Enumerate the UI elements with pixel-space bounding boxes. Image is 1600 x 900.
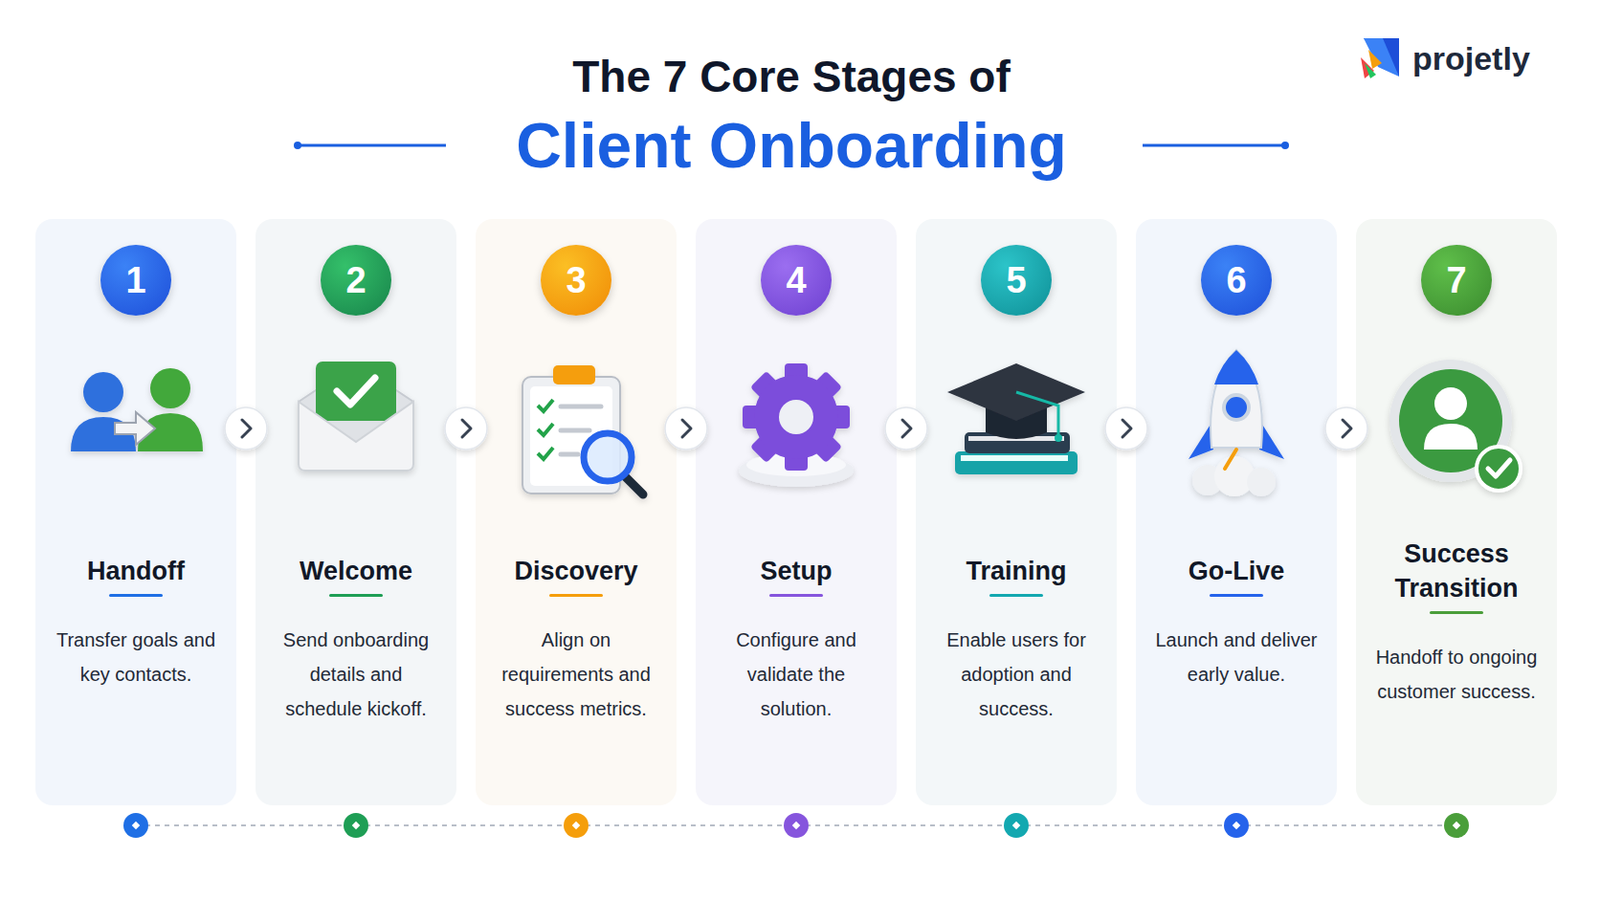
accent-rule — [549, 594, 603, 598]
step-number: 1 — [100, 244, 172, 316]
stage-description: Launch and deliver early value. — [1150, 622, 1323, 692]
title: The 7 Core Stages of — [572, 47, 1011, 106]
clipboard-icon — [522, 365, 644, 495]
step-number: 7 — [1421, 244, 1492, 316]
graduation-icon — [947, 363, 1086, 475]
accent-rule — [1429, 611, 1484, 615]
stage-description: Configure and validate the solution. — [710, 622, 883, 727]
accent-rule — [1209, 594, 1264, 598]
stage-heading: Welcome — [263, 554, 449, 589]
rocket-icon — [1188, 350, 1285, 497]
chevron-connector — [665, 407, 708, 450]
stage-description: Enable users for adoption and success. — [930, 622, 1103, 727]
success-icon — [1389, 359, 1521, 491]
stage-card: 1HandoffTransfer goals and key contacts. — [35, 219, 237, 806]
timeline — [123, 813, 1469, 839]
stage-description: Handoff to ongoing customer success. — [1370, 640, 1543, 710]
step-number: 6 — [1200, 244, 1272, 316]
stage-card: 3DiscoveryAlign on requirements and succ… — [475, 219, 677, 806]
chevron-connector — [224, 407, 267, 450]
stage-heading: Discovery — [483, 554, 669, 589]
step-number: 4 — [760, 244, 832, 316]
stage-card: 6Go-LiveLaunch and deliver early value. — [1135, 219, 1337, 806]
envelope-icon — [298, 361, 414, 471]
stage-card: 5TrainingEnable users for adoption and s… — [915, 219, 1117, 806]
stage-heading: Setup — [703, 554, 889, 589]
step-number: 3 — [540, 244, 612, 316]
accent-rule — [989, 594, 1044, 598]
stage-card: 2WelcomeSend onboarding details and sche… — [255, 219, 457, 806]
card-grounds — [35, 219, 1557, 806]
stage-heading: Go-Live — [1143, 554, 1330, 589]
stage-card: 7Success TransitionHandoff to ongoing cu… — [1355, 219, 1557, 806]
chevron-connector — [885, 407, 928, 450]
stage-heading: Success Transition — [1363, 536, 1550, 606]
stage-heading: Training — [923, 554, 1110, 589]
stage-description: Align on requirements and success metric… — [489, 622, 663, 727]
gear-icon — [738, 363, 854, 488]
accent-rule — [109, 594, 163, 598]
accent-rule — [329, 594, 383, 598]
accent-rule — [769, 594, 823, 598]
stage-description: Transfer goals and key contacts. — [49, 622, 223, 692]
chevron-connector — [444, 407, 488, 450]
step-number: 5 — [980, 244, 1052, 316]
stage-heading: Handoff — [43, 554, 229, 589]
logo-mark — [1360, 38, 1400, 79]
stage-description: Send onboarding details and schedule kic… — [269, 622, 443, 727]
step-number: 2 — [320, 244, 392, 316]
stage-card: 4SetupConfigure and validate the solutio… — [695, 219, 897, 806]
brand-name: projetly — [1412, 35, 1531, 82]
chevron-connector — [1325, 407, 1368, 450]
chevron-connector — [1105, 407, 1148, 450]
title-highlight: Client Onboarding — [515, 107, 1067, 184]
handoff-icon — [70, 368, 203, 452]
